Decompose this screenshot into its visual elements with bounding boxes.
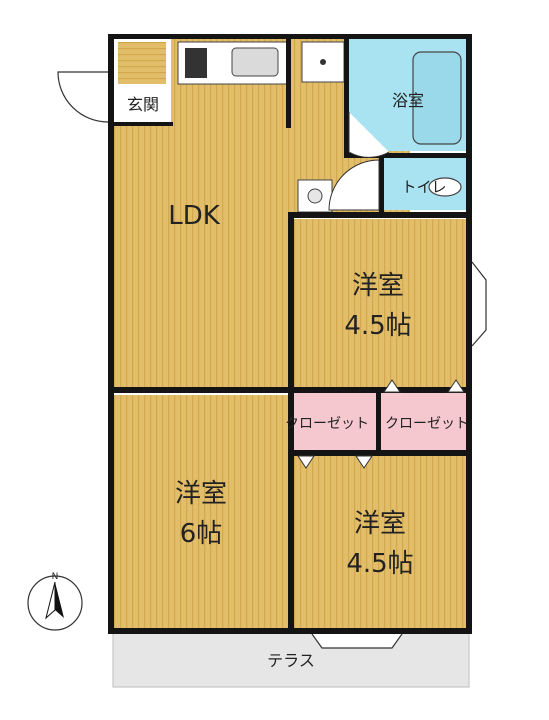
bay-window [471, 261, 487, 347]
bedroom-left-size: 6帖 [180, 519, 223, 549]
toilet-label: トイレ [401, 178, 446, 196]
bath-door-swing [348, 112, 390, 158]
kitchen-sink-icon [231, 47, 279, 77]
toilet-bowl-icon [428, 177, 462, 197]
compass-north-label: N [52, 572, 59, 582]
terrace-step [311, 633, 403, 649]
genkan-step [118, 42, 166, 84]
entrance-label: 玄関 [127, 95, 159, 114]
basin-icon [307, 188, 323, 204]
closet-right [381, 392, 466, 452]
bedroom-top-floor [293, 219, 466, 388]
bedroom-top-name: 洋室 [352, 271, 404, 301]
bedroom-right-size: 4.5帖 [346, 549, 413, 579]
bedroom-right-name: 洋室 [354, 509, 406, 539]
closet-left [293, 392, 379, 452]
terrace [112, 631, 470, 688]
bedroom-right-floor [293, 455, 466, 631]
bedroom-left-name: 洋室 [175, 479, 227, 509]
closet-right-label: クローゼット [385, 416, 469, 432]
bedroom-left-floor [113, 395, 293, 631]
north-arrow-fill-icon [55, 582, 64, 618]
toilet-door-swing [328, 159, 380, 211]
entrance-door-swing [57, 71, 109, 123]
terrace-label: テラス [267, 651, 315, 670]
bath-label: 浴室 [392, 91, 424, 110]
compass: N [27, 572, 83, 631]
bedroom-top-size: 4.5帖 [344, 311, 411, 341]
ldk-label: LDK [168, 201, 221, 231]
closet-door-marks [297, 379, 465, 469]
closet-left-label: クローゼット [285, 416, 369, 432]
washer-drain-icon [320, 59, 326, 65]
walls [108, 34, 472, 634]
bathtub [412, 51, 462, 145]
stove-icon [185, 48, 207, 78]
